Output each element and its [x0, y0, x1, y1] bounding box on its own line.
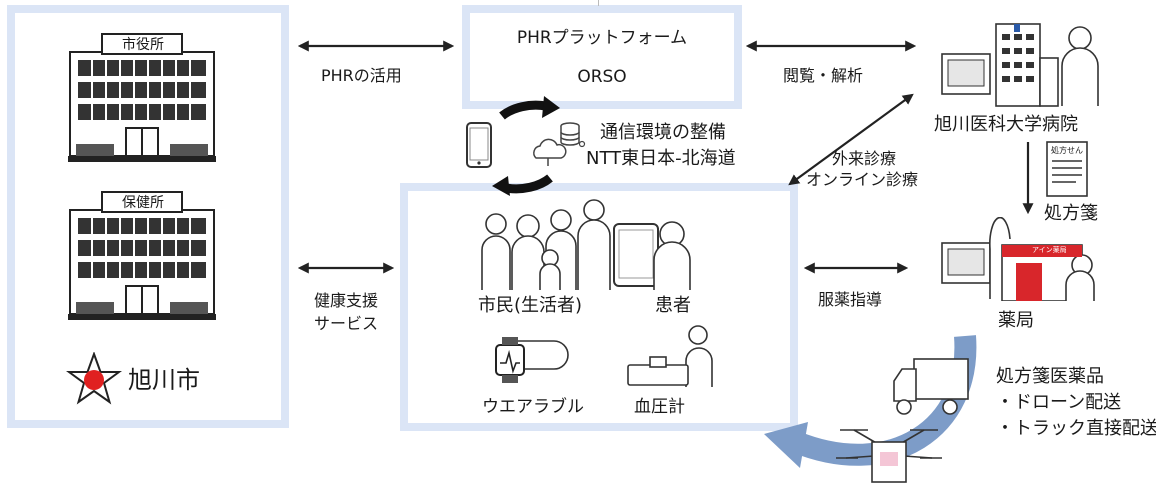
- prescription-label: 処方箋: [1044, 203, 1098, 224]
- label-online-care: オンライン診療: [806, 170, 919, 189]
- citizens-group-icon: [478, 198, 612, 290]
- network-title: 通信環境の整備: [600, 122, 726, 143]
- sync-cycle-icon: [462, 96, 592, 196]
- platform-name: ORSO: [577, 67, 627, 87]
- label-health-support: 健康支援: [313, 291, 378, 310]
- cloud-server-icon: [530, 122, 586, 168]
- city-name: 旭川市: [128, 366, 200, 394]
- city-emblem-icon: [66, 352, 122, 406]
- label-medication-guidance: 服薬指導: [818, 290, 883, 309]
- drone-icon: [834, 412, 944, 488]
- tablet-icon: [612, 222, 660, 288]
- patient-label: 患者: [655, 295, 691, 316]
- delivery-title: 処方箋医薬品: [996, 366, 1104, 387]
- wearable-watch-icon: [486, 333, 576, 387]
- citizens-label: 市民(生活者): [478, 295, 583, 316]
- prescription-paper-icon: [1046, 141, 1088, 197]
- arrow-citizen-hospital: [788, 93, 914, 186]
- platform-title: PHRプラットフォーム: [516, 28, 688, 48]
- patient-icon: [648, 218, 694, 290]
- label-outpatient: 外来診療: [832, 149, 897, 168]
- wearable-label: ウエアラブル: [482, 397, 584, 417]
- pharmacy-name: 薬局: [998, 310, 1034, 331]
- label-view-analyze: 閲覧・解析: [783, 66, 864, 85]
- network-provider: NTT東日本-北海道: [586, 148, 736, 169]
- label-phr-use: PHRの活用: [321, 66, 402, 85]
- health-center-building-icon: [68, 188, 216, 326]
- delivery-item-truck: ・トラック直接配送: [996, 418, 1156, 439]
- pharmacy-sign: アイン薬局: [1032, 246, 1067, 254]
- health-center-label: 保健所: [122, 195, 164, 211]
- city-hall-label: 市役所: [122, 37, 164, 53]
- pharmacy-building-icon: [940, 217, 1100, 301]
- delivery-item-drone: ・ドローン配送: [996, 392, 1122, 413]
- platform-panel: [462, 5, 742, 109]
- truck-icon: [890, 355, 970, 419]
- hospital-name: 旭川医科大学病院: [934, 114, 1078, 135]
- bp-monitor-label: 血圧計: [634, 397, 685, 417]
- label-health-service: サービス: [313, 314, 378, 333]
- blood-pressure-monitor-icon: [626, 323, 718, 389]
- connector-line: [598, 0, 599, 6]
- smartphone-icon: [466, 122, 492, 168]
- hospital-building-icon: [940, 18, 1100, 108]
- prescription-paper-title: 処方せん: [1051, 146, 1083, 155]
- city-hall-building-icon: [68, 30, 216, 168]
